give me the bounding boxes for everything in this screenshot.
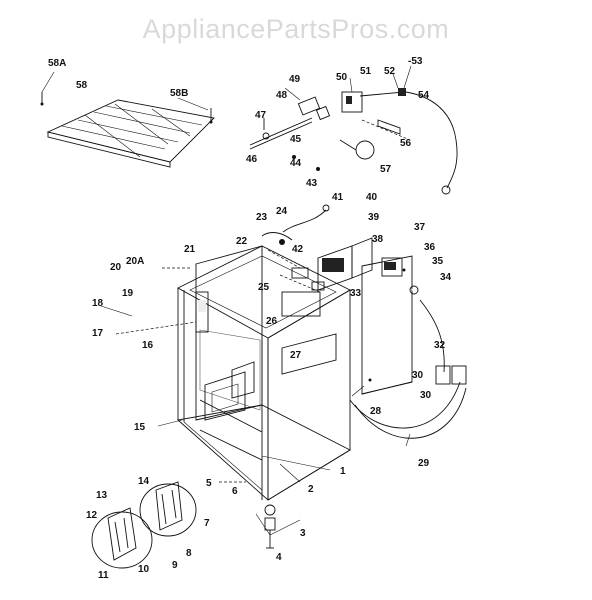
callout-28: 28 [370,406,382,417]
inlet-hose [261,204,330,245]
callout-23: 23 [256,212,268,223]
callout-labels: 58A 58 58B 49 48 47 46 45 44 43 50 51 52… [48,56,452,581]
screw-58B [209,108,213,124]
callout-20A: 20A [126,256,144,267]
callout-56: 56 [400,138,412,149]
callout-29: 29 [418,458,430,469]
callout-39: 39 [368,212,380,223]
callout-50: 50 [336,72,348,83]
watermark: AppliancePartsPros.com [142,14,450,44]
callout-9: 9 [172,560,178,571]
callout-20: 20 [110,262,122,273]
fill-hoses [349,299,467,439]
callout-46: 46 [246,154,258,165]
callout-19: 19 [122,288,134,299]
cabinet [177,245,351,501]
callout-53: -53 [408,56,423,67]
foot-right [139,481,197,537]
foot-left [91,507,153,569]
callout-5: 5 [206,478,212,489]
callout-17: 17 [92,328,104,339]
callout-52: 52 [384,66,396,77]
callout-58A: 58A [48,58,66,69]
callout-48: 48 [276,90,288,101]
callout-37: 37 [414,222,426,233]
callout-57: 57 [380,164,392,175]
callout-51: 51 [360,66,372,77]
callout-24: 24 [276,206,288,217]
callout-41: 41 [332,192,344,203]
callout-43: 43 [306,178,318,189]
callout-18: 18 [92,298,104,309]
callout-6: 6 [232,486,238,497]
drain-hose [409,285,464,389]
callout-40: 40 [366,192,378,203]
callout-2: 2 [308,484,314,495]
callout-45: 45 [290,134,302,145]
timer-shaft-assembly [249,88,458,195]
callout-30-upper: 30 [412,370,424,381]
leveling-leg [264,504,276,549]
screw-58A [40,92,44,106]
callout-16: 16 [142,340,154,351]
callout-4: 4 [276,552,282,563]
callout-54: 54 [418,90,430,101]
callout-15: 15 [134,422,146,433]
callout-42: 42 [292,244,304,255]
callout-47: 47 [255,110,267,121]
callout-25: 25 [258,282,270,293]
callout-13: 13 [96,490,108,501]
callout-30-lower: 30 [420,390,432,401]
callout-33: 33 [350,288,362,299]
callout-44: 44 [290,158,302,169]
callout-21: 21 [184,244,196,255]
callout-10: 10 [138,564,150,575]
callout-58B: 58B [170,88,188,99]
callout-14: 14 [138,476,150,487]
callout-26: 26 [266,316,278,327]
callout-11: 11 [98,570,109,581]
callout-36: 36 [424,242,436,253]
leader-lines [41,65,412,536]
callout-22: 22 [236,236,248,247]
callout-34: 34 [440,272,452,283]
callout-32: 32 [434,340,446,351]
callout-27: 27 [290,350,302,361]
callout-58: 58 [76,80,88,91]
callout-35: 35 [432,256,444,267]
top-panel [46,99,215,168]
callout-7: 7 [204,518,210,529]
callout-49: 49 [289,74,301,85]
control-bracket [317,237,413,395]
callout-12: 12 [86,510,98,521]
callout-38: 38 [372,234,384,245]
callout-1: 1 [340,466,346,477]
callout-3: 3 [300,528,306,539]
callout-8: 8 [186,548,192,559]
